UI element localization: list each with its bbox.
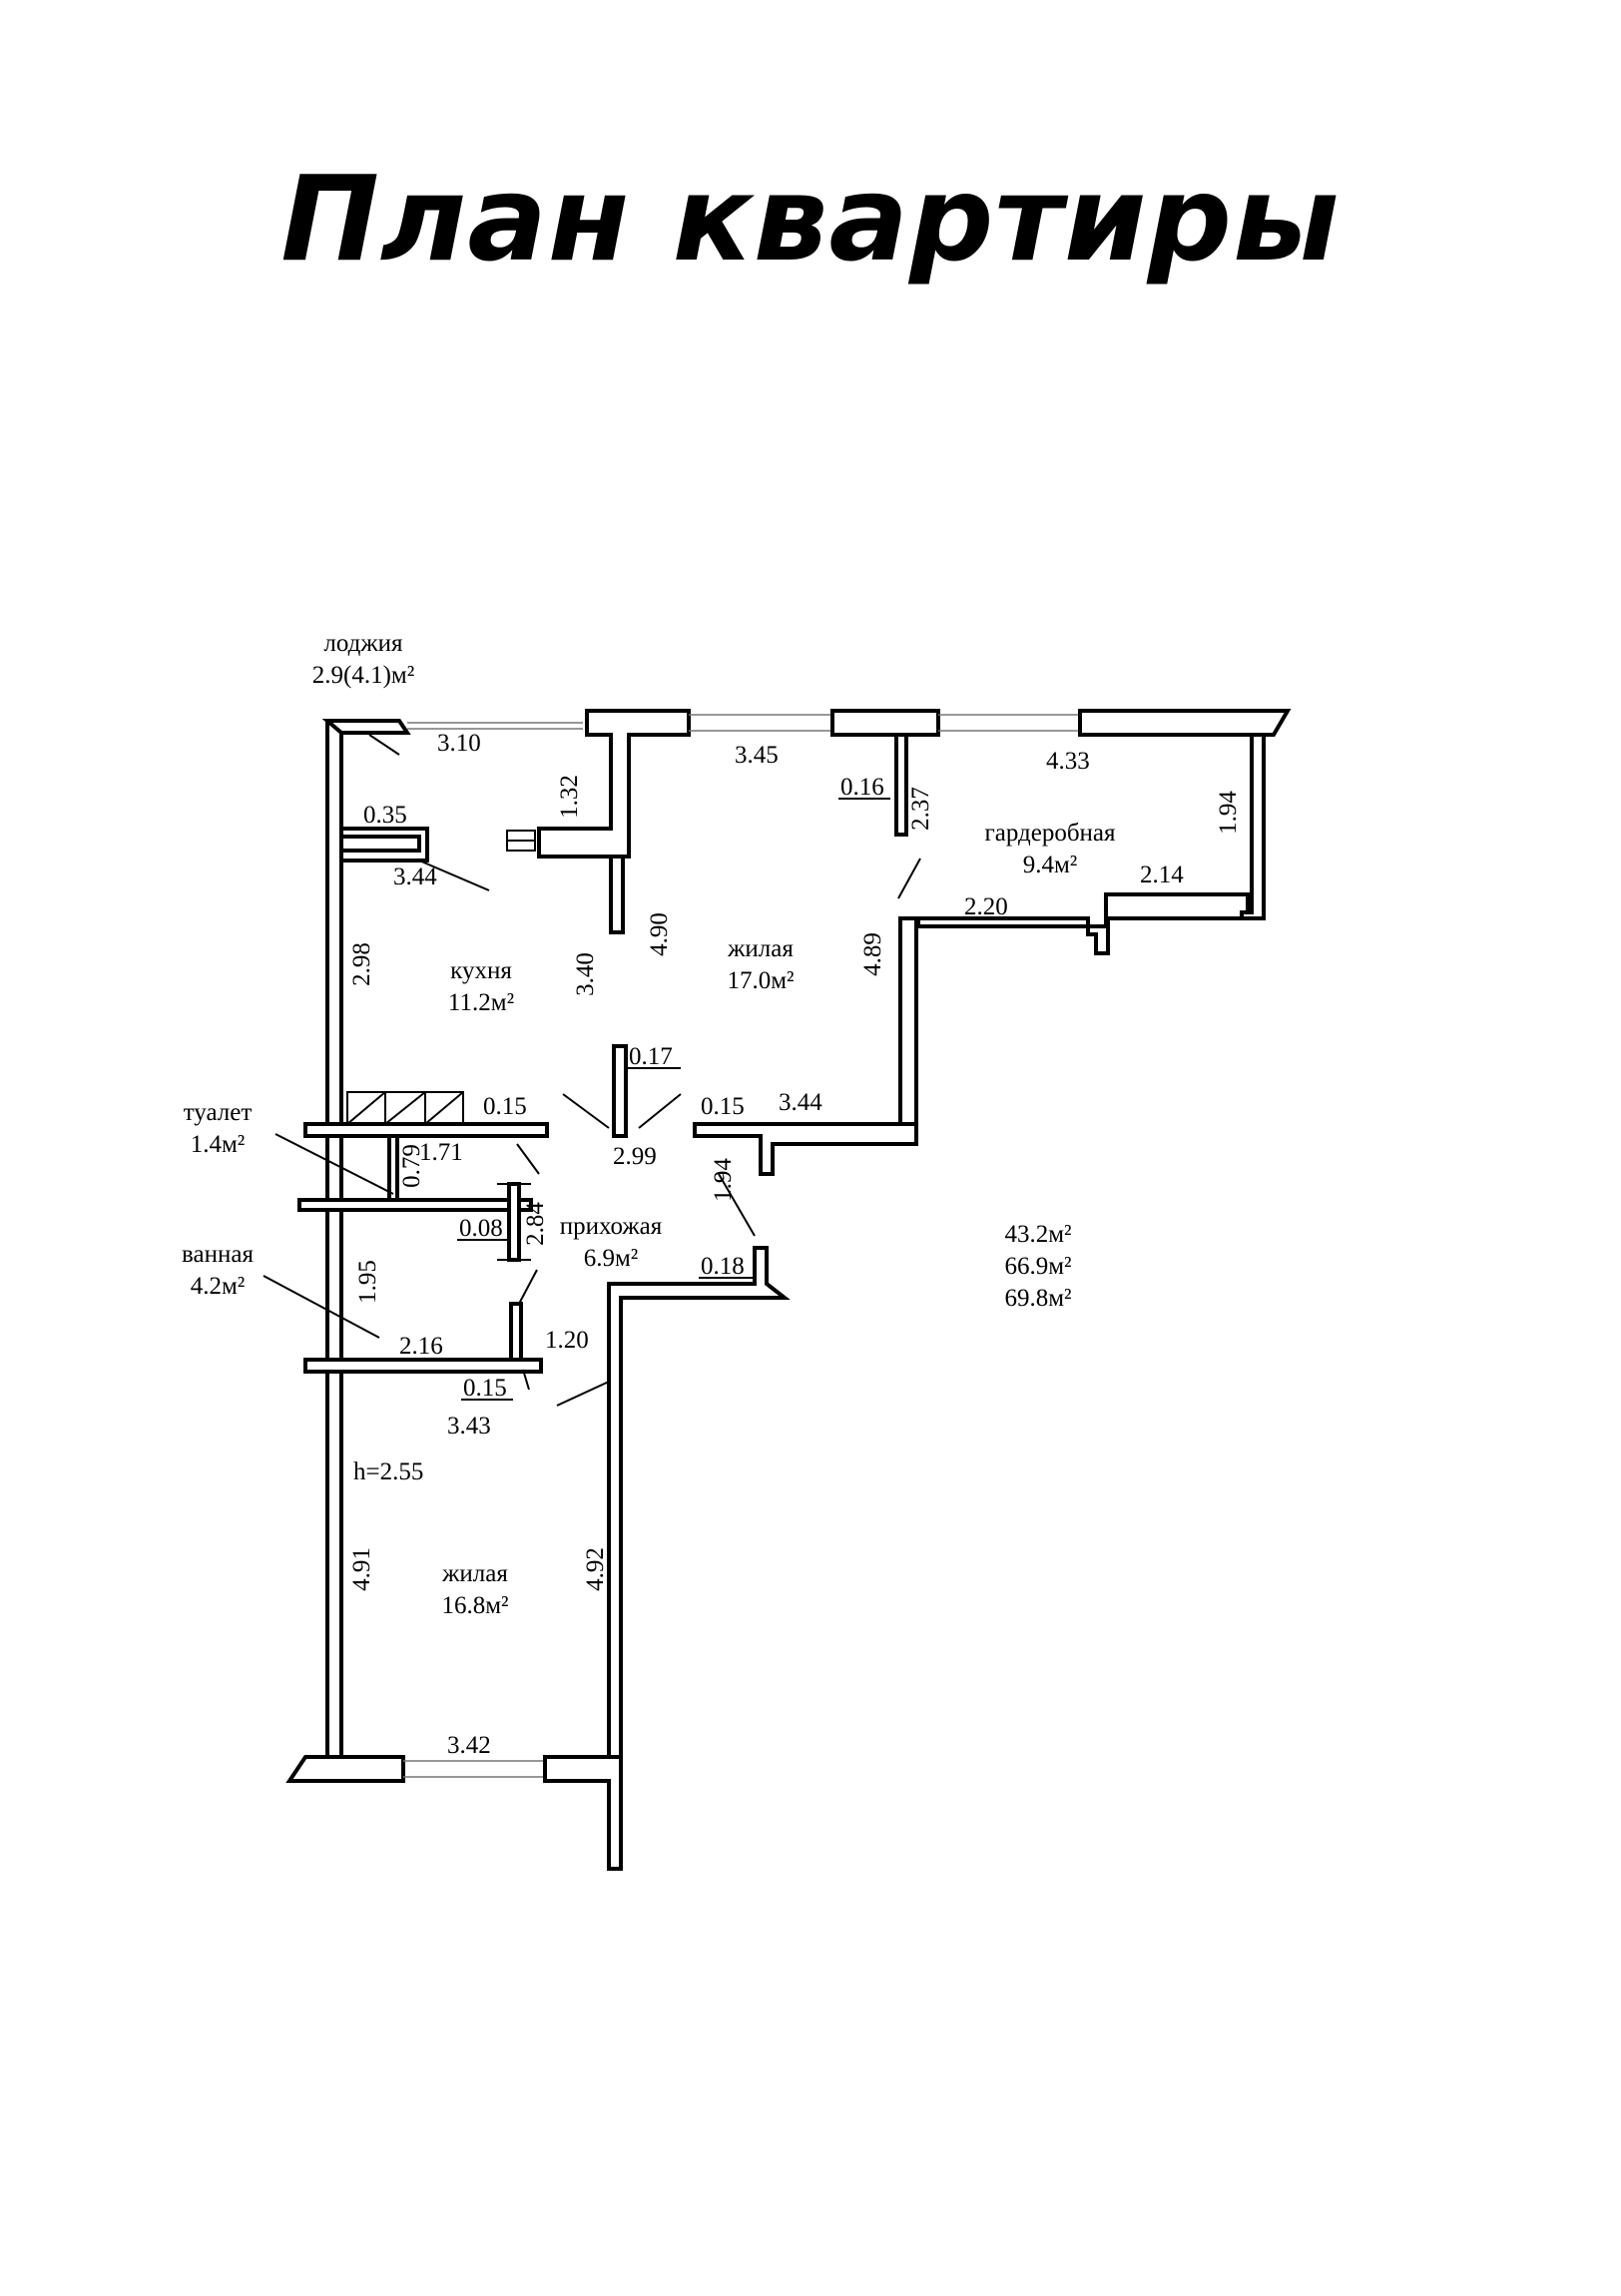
toilet-bottom-wall xyxy=(297,1198,533,1212)
dim-living-bottom: 3.44 xyxy=(779,1089,822,1116)
dim-wall3: 0.15 xyxy=(701,1093,745,1120)
loggia-area: 2.9(4.1)м² xyxy=(312,662,414,689)
living2-bottom-right-wall xyxy=(543,1755,623,1871)
kitchen-living-partition xyxy=(609,855,625,934)
wardrobe-right-wall xyxy=(1240,733,1266,920)
kitchen-bottom-wall xyxy=(303,1122,549,1138)
dim-bath-h: 1.95 xyxy=(354,1260,381,1304)
living1-area: 17.0м² xyxy=(727,967,794,994)
dim-wall1: 0.16 xyxy=(840,774,884,801)
dim-living2-l: 4.91 xyxy=(348,1547,375,1591)
dim-kitchen-r: 3.40 xyxy=(572,952,599,996)
dim-kitchen-top-wall: 0.35 xyxy=(363,802,407,829)
dim-living-r: 4.89 xyxy=(859,932,886,976)
bath-door-wall xyxy=(509,1302,523,1362)
dim-top-living: 3.45 xyxy=(735,742,779,769)
dim-living-l: 4.90 xyxy=(646,912,673,956)
dim-wardrobe-w: 4.33 xyxy=(1046,748,1090,775)
dim-wall4: 0.15 xyxy=(463,1375,507,1402)
loggia-right-wall xyxy=(537,709,691,859)
dim-living2-r: 4.92 xyxy=(582,1547,609,1591)
living2-bottom-left-wall xyxy=(285,1755,405,1783)
hall-name: прихожая xyxy=(560,1213,663,1240)
dim-hall-h: 2.84 xyxy=(522,1202,549,1246)
dim-partition: 0.17 xyxy=(629,1043,673,1070)
dim-wardrobe-right: 1.94 xyxy=(1215,791,1242,835)
kitchen-name: кухня xyxy=(450,957,512,984)
left-exterior-wall xyxy=(325,719,343,1771)
plan-title: План квартиры xyxy=(280,150,1341,287)
dim-wall2: 0.15 xyxy=(483,1093,527,1120)
living2-name: жилая xyxy=(441,1560,508,1587)
dim-toilet-h: 0.79 xyxy=(398,1144,425,1188)
dim-hall-w: 2.99 xyxy=(613,1143,657,1170)
living1-right-wall xyxy=(898,916,918,1146)
dim-hall-right: 1.94 xyxy=(710,1158,737,1202)
living1-bottom-wall xyxy=(693,1122,918,1176)
wardrobe-pillar xyxy=(894,733,908,837)
top-wall-segment xyxy=(830,709,940,737)
bath-name: ванная xyxy=(182,1241,254,1268)
loggia-top-wall xyxy=(321,719,411,735)
dim-door: 1.20 xyxy=(545,1327,589,1354)
dim-toilet-w: 1.71 xyxy=(419,1139,463,1166)
dim-bath-wall: 0.08 xyxy=(459,1215,503,1242)
dim-bath-w: 2.16 xyxy=(399,1333,443,1360)
dim-wardrobe-low: 2.20 xyxy=(964,893,1008,920)
wardrobe-area: 9.4м² xyxy=(1023,852,1078,878)
dim-loggia-d: 1.32 xyxy=(556,775,583,819)
dim-living2-bottom: 3.42 xyxy=(447,1732,491,1759)
dim-loggia-w: 3.10 xyxy=(437,730,481,757)
kitchen-area: 11.2м² xyxy=(448,989,514,1016)
dim-kitchen-l: 2.98 xyxy=(348,942,375,986)
wardrobe-name: гардеробная xyxy=(984,820,1116,847)
kitchen-cabinet xyxy=(346,1091,464,1125)
bath-toilet-pillar xyxy=(507,1182,521,1262)
total-living-area: 43.2м² xyxy=(1004,1221,1071,1248)
dim-living2-top: 3.43 xyxy=(447,1413,491,1439)
dim-kitchen-w: 3.44 xyxy=(393,863,437,890)
toilet-side-wall xyxy=(387,1134,399,1202)
ceiling-height: h=2.55 xyxy=(353,1458,423,1485)
dim-hall-wall: 0.18 xyxy=(701,1253,745,1280)
dim-wardrobe-h: 2.37 xyxy=(907,787,934,831)
dim-wardrobe-bottom: 2.14 xyxy=(1140,861,1184,888)
bath-area: 4.2м² xyxy=(191,1273,246,1300)
loggia-name: лоджия xyxy=(323,630,403,657)
bath-bottom-wall xyxy=(303,1358,543,1374)
living2-area: 16.8м² xyxy=(441,1592,508,1619)
hall-right-wall xyxy=(607,1246,791,1871)
total-area-with-loggia: 69.8м² xyxy=(1004,1285,1071,1312)
toilet-area: 1.4м² xyxy=(191,1131,246,1158)
hall-area: 6.9м² xyxy=(584,1245,639,1272)
center-pillar xyxy=(612,1044,628,1138)
toilet-name: туалет xyxy=(184,1099,253,1126)
loggia-kitchen-wall xyxy=(339,827,429,862)
living1-name: жилая xyxy=(727,935,794,962)
total-area: 66.9м² xyxy=(1004,1253,1071,1280)
wardrobe-top-wall xyxy=(1078,709,1292,737)
